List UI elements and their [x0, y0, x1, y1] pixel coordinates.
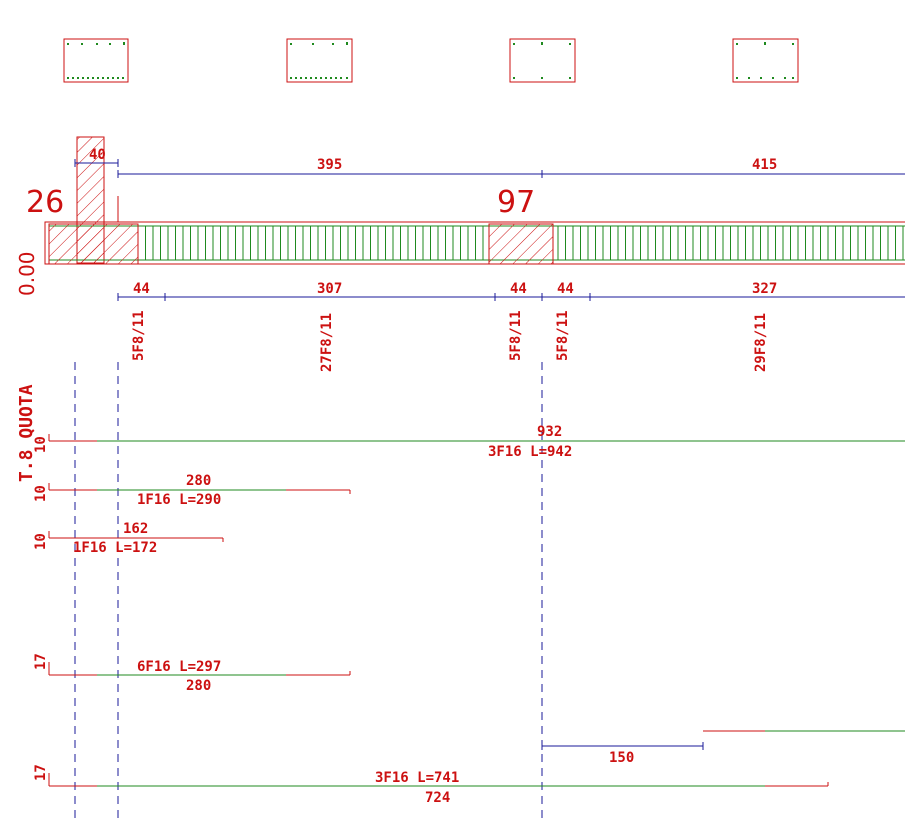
- rebar-1-desc: 3F16 L=942: [488, 444, 572, 460]
- quota-label: T.8 QUOTA: [16, 384, 37, 482]
- bottom-span-3: 44: [510, 281, 527, 297]
- rebar-4-desc: 6F16 L=297: [137, 659, 221, 675]
- stirrup-label-5: 29F8/11: [753, 313, 769, 372]
- rebar-1-cover: 10: [33, 436, 49, 453]
- cross-section-4: [732, 38, 799, 83]
- top-span-1: 40: [89, 147, 106, 163]
- rebar-6: [48, 773, 829, 787]
- stirrup-label-1: 5F8/11: [131, 310, 147, 361]
- rebar-3: [48, 531, 224, 542]
- rebar-3-cover: 10: [33, 533, 49, 550]
- cross-section-2: [286, 38, 353, 83]
- bottom-span-1: 44: [133, 281, 150, 297]
- rebar-3-length: 162: [123, 521, 148, 537]
- bottom-span-4: 44: [557, 281, 574, 297]
- rebar-3-desc: 1F16 L=172: [73, 540, 157, 556]
- stirrup-label-4: 5F8/11: [555, 310, 571, 361]
- bottom-dimension-line: [117, 293, 905, 301]
- mid-support-width: 97: [497, 185, 535, 220]
- stirrup-label-2: 27F8/11: [319, 313, 335, 372]
- rebar-1-length: 932: [537, 424, 562, 440]
- rebar-6-cover: 17: [33, 764, 49, 781]
- rebar-2-length: 280: [186, 473, 211, 489]
- top-span-2: 395: [317, 157, 342, 173]
- cross-section-1: [63, 38, 129, 83]
- stirrup-label-3: 5F8/11: [508, 310, 524, 361]
- rebar-4-cover: 17: [33, 653, 49, 670]
- rebar-6-desc: 3F16 L=741: [375, 770, 459, 786]
- rebar-4: [48, 662, 351, 676]
- axis-lines: [74, 362, 543, 821]
- bottom-span-5: 327: [752, 281, 777, 297]
- bottom-span-2: 307: [317, 281, 342, 297]
- rebar-2-desc: 1F16 L=290: [137, 492, 221, 508]
- rebar-2-cover: 10: [33, 485, 49, 502]
- top-span-3: 415: [752, 157, 777, 173]
- rebar-5-length: 150: [609, 750, 634, 766]
- rebar-6-length: 724: [425, 790, 450, 806]
- rebar-2: [48, 483, 351, 494]
- rebar-5: [541, 730, 905, 750]
- top-dimension-line: [74, 159, 905, 178]
- rebar-4-length: 280: [186, 678, 211, 694]
- rebar-1: [48, 434, 905, 442]
- cross-section-3: [509, 38, 576, 83]
- left-support-width: 26: [26, 185, 64, 220]
- beam-elevation: [44, 221, 905, 265]
- level-label: 0.00: [15, 251, 39, 296]
